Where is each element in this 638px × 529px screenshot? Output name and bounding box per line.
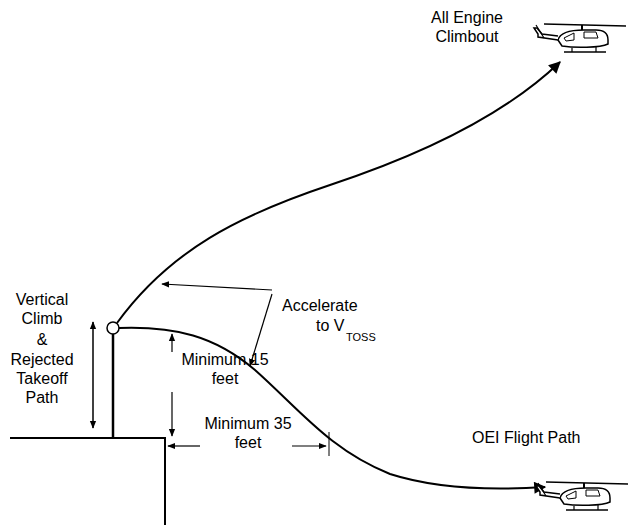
path-label: Rejected Takeoff Path	[6, 350, 78, 407]
speed-subscript: TOSS	[346, 328, 396, 347]
accelerate-label: Accelerate	[282, 296, 382, 315]
climbout-label: All Engine Climbout	[412, 8, 522, 46]
dimension-label: Minimum 35 feet	[198, 414, 298, 452]
path-label: Vertical Climb	[8, 290, 76, 328]
dimension-label: Minimum 15 feet	[180, 350, 270, 388]
path-label: &	[8, 330, 76, 349]
flight-path-label: OEI Flight Path	[472, 428, 622, 447]
